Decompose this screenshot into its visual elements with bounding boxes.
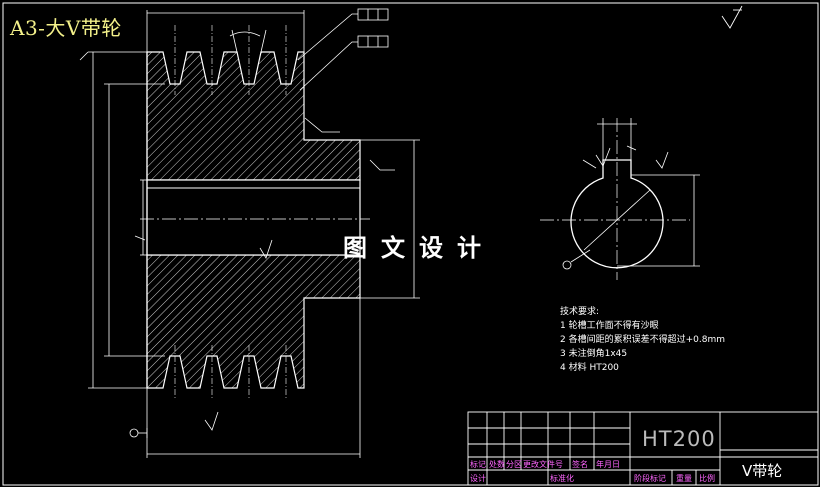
lower-rim-hatched (146, 254, 361, 389)
hub-cross-section (540, 118, 700, 280)
part-name: V带轮 (742, 462, 783, 480)
tb-row-standard: 标准化 (550, 474, 574, 483)
tech-heading: 技术要求: (560, 307, 600, 317)
tb-stage-mark: 阶段标记 (634, 474, 666, 483)
tb-row-design: 设计 (470, 474, 486, 483)
tech-item: 4 材料 HT200 (560, 363, 619, 373)
tb-header-zone: 分区 (506, 460, 522, 469)
bore (146, 179, 361, 256)
tb-header-date: 年月日 (596, 460, 620, 469)
roughness-symbol (721, 5, 743, 29)
tb-scale: 比例 (699, 474, 715, 483)
pulley-section-view (140, 25, 370, 400)
gdt-frames (357, 8, 389, 48)
material-label: HT200 (642, 427, 716, 451)
title-block-grid (467, 411, 819, 486)
tb-header-mark: 标记 (470, 460, 486, 469)
watermark-text: 图文设计 (343, 234, 495, 262)
main-view-dimensions (79, 10, 420, 458)
tb-header-sign: 签名 (572, 460, 588, 469)
tech-item: 1 轮槽工作面不得有沙眼 (560, 321, 659, 331)
upper-rim-hatched (146, 51, 361, 181)
technical-requirements: 技术要求: 1 轮槽工作面不得有沙眼 2 各槽间距的累积误差不得超过+0.8mm… (560, 305, 725, 375)
tb-weight: 重量 (676, 474, 692, 483)
tech-item: 2 各槽间距的累积误差不得超过+0.8mm (560, 335, 725, 345)
section-outline (570, 159, 664, 269)
drawing-title: A3-大V带轮 (10, 16, 122, 40)
tb-header-count: 处数 (489, 460, 505, 469)
tb-header-docno: 更改文件号 (523, 460, 563, 469)
tech-item: 3 未注倒角1x45 (560, 349, 628, 359)
